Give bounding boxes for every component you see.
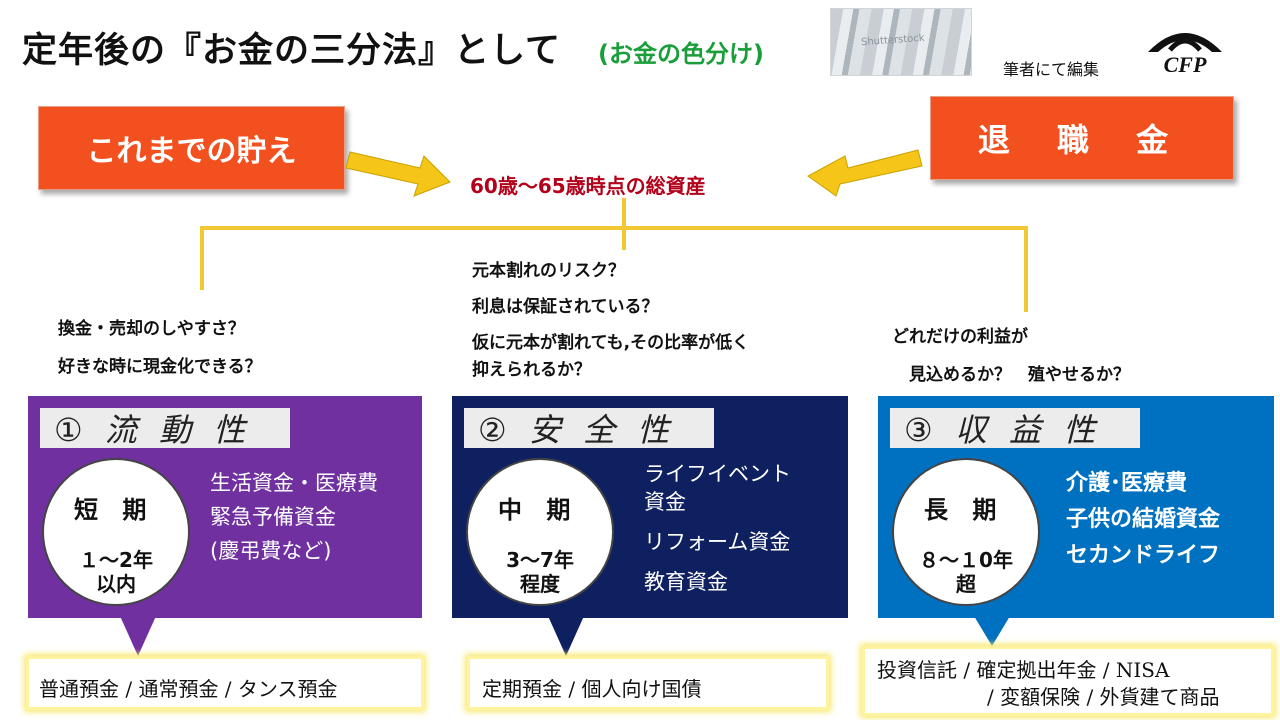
use-item: 生活資金・医療費 [210, 471, 378, 495]
use-item: リフォーム資金 [644, 530, 791, 554]
profitability-products: 投資信託 / 確定拠出年金 / NISA / 変額保険 / 外貨建て商品 [862, 646, 1274, 716]
use-item: ライフイベント [644, 462, 791, 486]
use-item: 資金 [644, 490, 686, 514]
use-item: 緊急予備資金 [210, 505, 336, 529]
term-circle: 短 期 １～2年 以内 [42, 458, 190, 606]
liquidity-questions: 換金・売却のしやすさ？ 好きな時に現金化できる？ [58, 310, 262, 386]
uses-list: 介護･医療費 子供の結婚資金 セカンドライフ [1066, 466, 1220, 574]
term-label: 短 期 [74, 496, 155, 524]
cfp-logo: CFP [1148, 33, 1222, 77]
author-note: 筆者にて編集 [1003, 60, 1100, 79]
logo-text: CFP [1164, 52, 1207, 77]
term-period: 3～7年 程度 [468, 548, 612, 596]
callout-pointer [548, 616, 584, 656]
term-label: 中 期 [498, 496, 579, 524]
liquidity-products: 普通預金 / 通常預金 / タンス預金 [26, 656, 424, 710]
uses-list: 生活資金・医療費 緊急予備資金 (慶弔費など) [210, 466, 378, 568]
product-line: 投資信託 / 確定拠出年金 / NISA [877, 658, 1170, 682]
use-item: セカンドライフ [1066, 543, 1221, 568]
question-line: 利息は保証されている？ [472, 297, 659, 317]
question-line: 見込めるか？ 殖やせるか？ [892, 365, 1130, 385]
period-line: 以内 [96, 572, 136, 596]
retirement-box: 退 職 金 [930, 96, 1234, 180]
product-line: 定期預金 / 個人向け国債 [482, 677, 702, 701]
use-item: (慶弔費など) [210, 539, 332, 563]
term-label: 長 期 [924, 496, 1005, 524]
callout-pointer [120, 616, 156, 656]
profitability-questions: どれだけの利益が 見込めるか？ 殖やせるか？ [892, 318, 1130, 394]
savings-box: これまでの貯え [38, 106, 345, 190]
question-line: どれだけの利益が [892, 327, 1028, 347]
term-period: １～2年 以内 [44, 548, 188, 596]
page-title: 定年後の『お金の三分法』として [22, 31, 561, 71]
question-line: 元本割れのリスク？ [472, 261, 625, 281]
total-assets-label: 60歳～65歳時点の総資産 [470, 174, 706, 198]
callout-pointer [974, 616, 1010, 646]
period-line: 超 [956, 572, 976, 596]
term-circle: 長 期 ８～１0年 超 [892, 458, 1040, 606]
product-line: / 変額保険 / 外貨建て商品 [967, 685, 1220, 709]
term-period: ８～１0年 超 [894, 548, 1038, 596]
period-line: 3～7年 [506, 548, 574, 572]
question-line: 仮に元本が割れても,その比率が低く [472, 333, 750, 353]
page-subtitle: (お金の色分け) [598, 40, 764, 68]
profitability-panel: ③ 収 益 性 長 期 ８～１0年 超 介護･医療費 子供の結婚資金 セカンドラ… [878, 396, 1274, 618]
use-item: 子供の結婚資金 [1066, 507, 1221, 532]
question-line: 換金・売却のしやすさ？ [58, 319, 245, 339]
period-line: 程度 [520, 572, 560, 596]
question-line: 抑えられるか？ [472, 360, 591, 380]
use-item: 介護･医療費 [1066, 471, 1188, 496]
use-item: 教育資金 [644, 570, 728, 594]
right-arrow-icon [807, 149, 923, 197]
safety-questions: 元本割れのリスク？ 利息は保証されている？ 仮に元本が割れても,その比率が低く … [472, 253, 749, 379]
panel-tag: ③ 収 益 性 [890, 408, 1140, 449]
safety-products: 定期預金 / 個人向け国債 [467, 656, 829, 710]
panel-tag: ① 流 動 性 [40, 408, 290, 449]
uses-list: ライフイベント 資金 リフォーム資金 教育資金 [644, 460, 791, 596]
panel-tag: ② 安 全 性 [464, 408, 714, 449]
liquidity-panel: ① 流 動 性 短 期 １～2年 以内 生活資金・医療費 緊急予備資金 (慶弔費… [28, 396, 422, 618]
left-arrow-icon [345, 151, 451, 197]
question-line: 好きな時に現金化できる？ [58, 357, 262, 377]
banknotes-image: Shutterstock [830, 8, 972, 76]
period-line: １～2年 [79, 548, 153, 572]
safety-panel: ② 安 全 性 中 期 3～7年 程度 ライフイベント 資金 リフォーム資金 教… [452, 396, 848, 618]
term-circle: 中 期 3～7年 程度 [466, 458, 614, 606]
period-line: ８～１0年 [919, 548, 1013, 572]
product-line: 普通預金 / 通常預金 / タンス預金 [39, 677, 338, 701]
